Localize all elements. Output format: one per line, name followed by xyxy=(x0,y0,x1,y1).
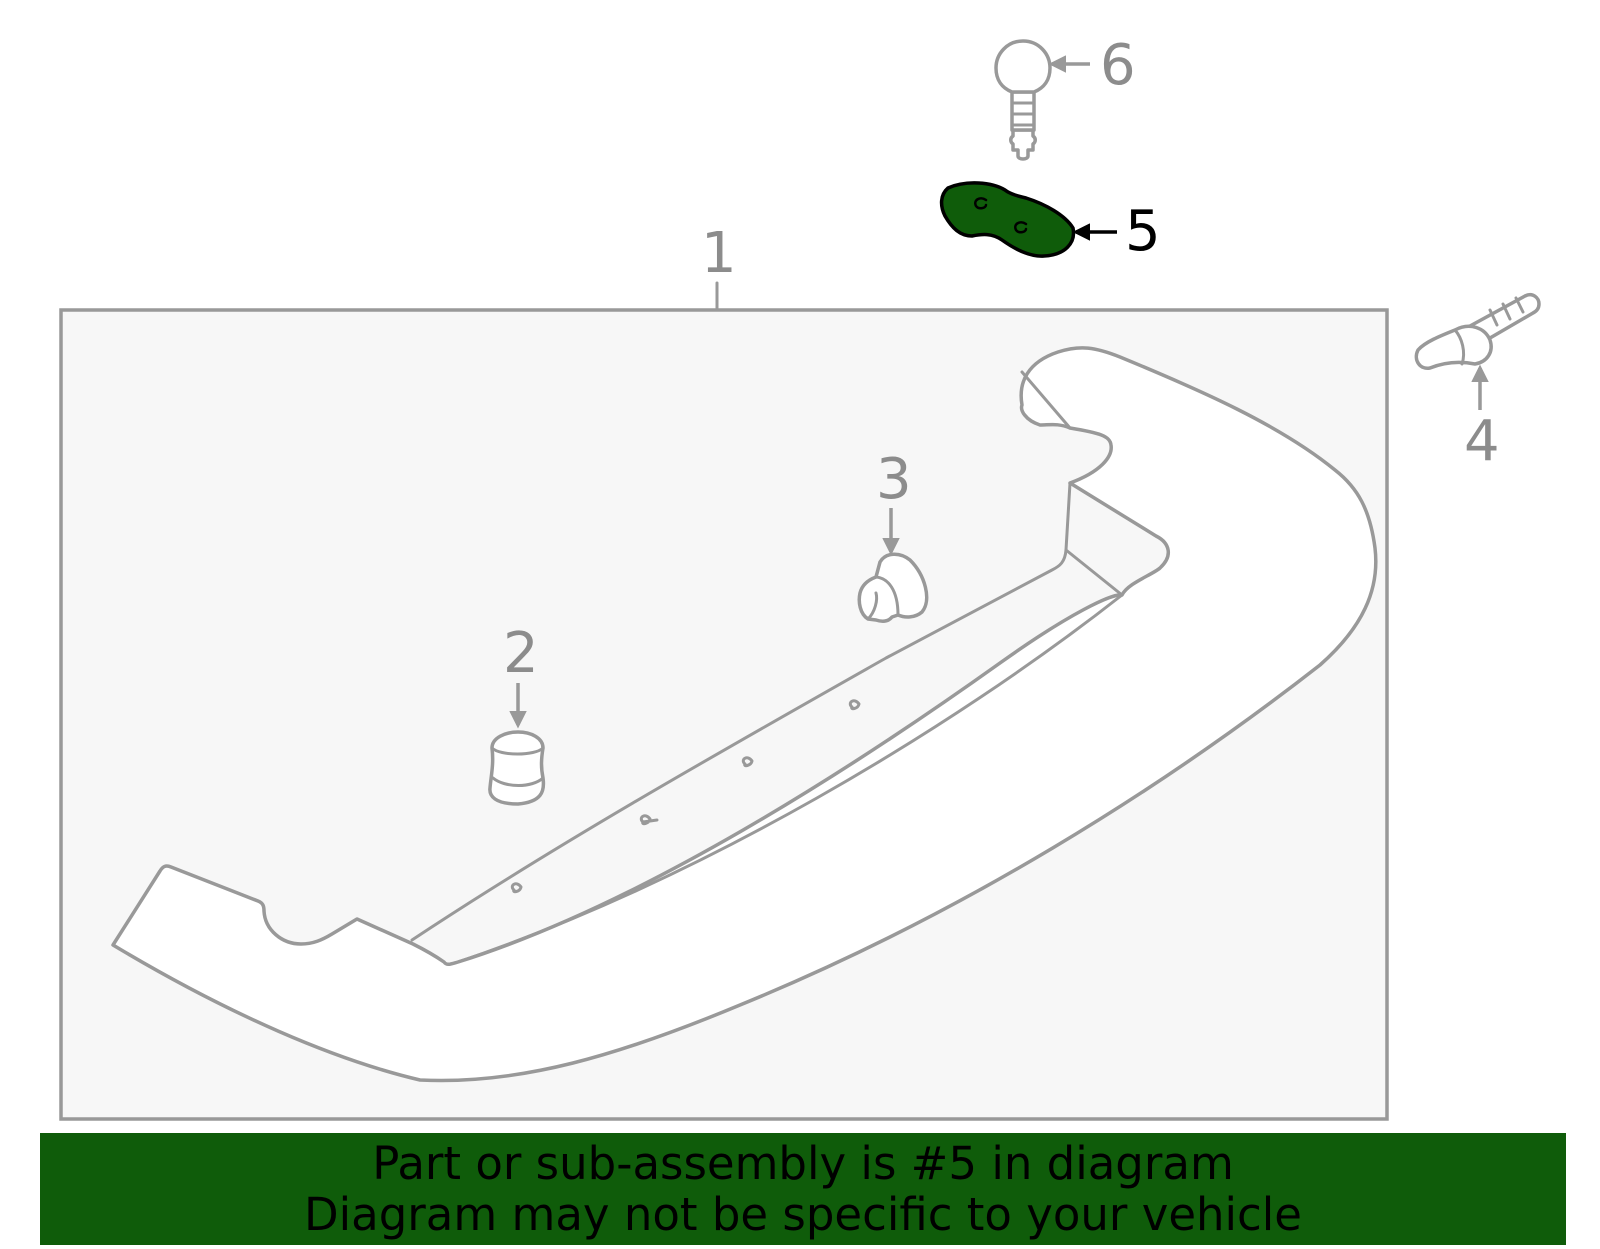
callout-5[interactable]: 5 xyxy=(1125,199,1161,264)
info-banner: Part or sub-assembly is #5 in diagram Di… xyxy=(40,1133,1566,1245)
callout-2[interactable]: 2 xyxy=(503,621,539,686)
part-4-bolt[interactable] xyxy=(1414,292,1541,370)
spoiler-part-1[interactable] xyxy=(111,346,1378,1083)
part-6-screw[interactable] xyxy=(994,39,1052,161)
part-3-clip[interactable] xyxy=(857,552,929,623)
callout-3[interactable]: 3 xyxy=(876,447,912,512)
part-5-bracket[interactable] xyxy=(939,181,1076,258)
banner-line-1: Part or sub-assembly is #5 in diagram xyxy=(372,1137,1234,1190)
banner-line-2: Diagram may not be specific to your vehi… xyxy=(304,1188,1302,1241)
callout-4[interactable]: 4 xyxy=(1464,409,1500,474)
part-2-nut[interactable] xyxy=(488,730,546,806)
callout-1[interactable]: 1 xyxy=(701,221,737,286)
callout-6[interactable]: 6 xyxy=(1100,33,1136,98)
